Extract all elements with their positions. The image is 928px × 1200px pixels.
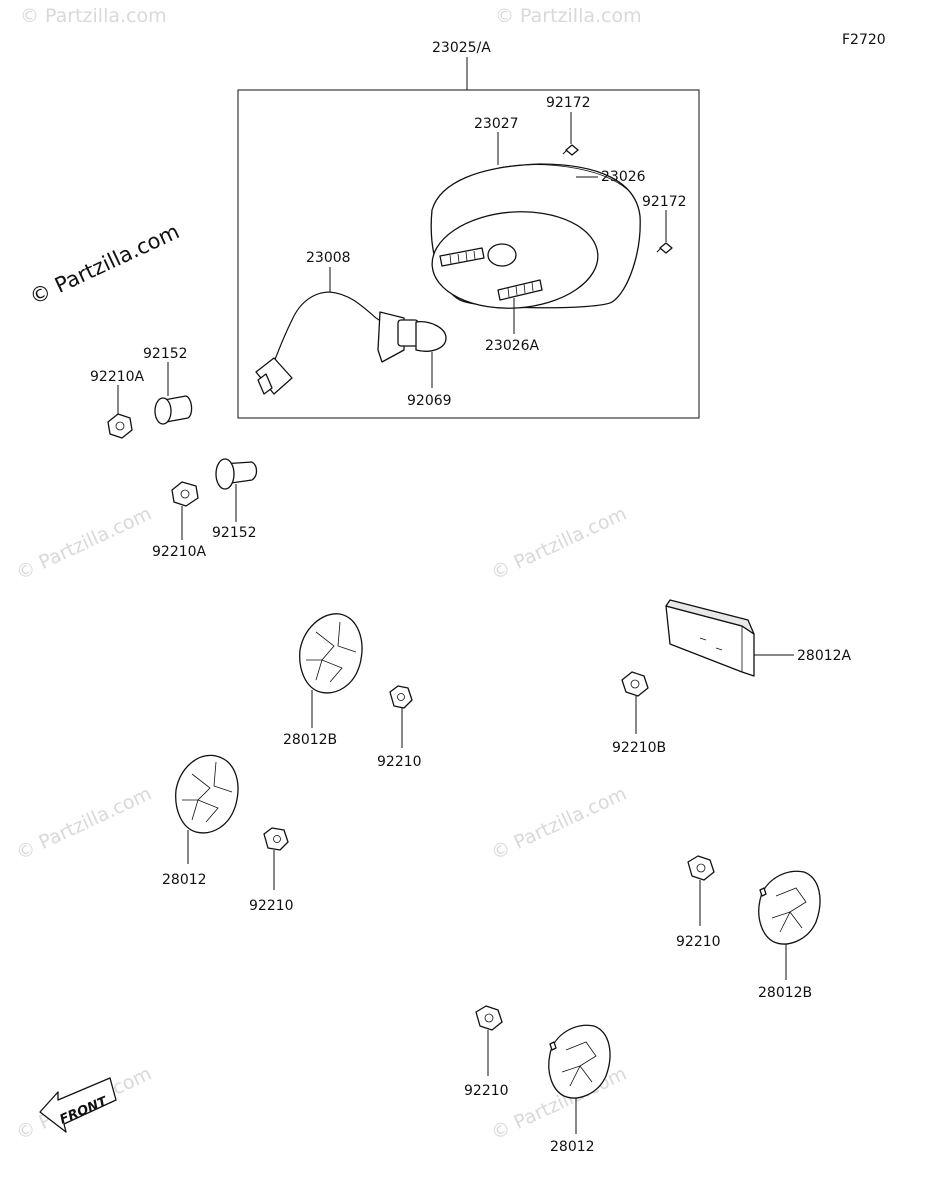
label-23027[interactable]: 23027 <box>474 116 519 132</box>
label-28012-a[interactable]: 28012 <box>162 872 207 888</box>
label-92152-b[interactable]: 92152 <box>212 525 257 541</box>
watermark: © Partzilla.com <box>488 783 630 865</box>
screw-92172-right <box>656 242 673 254</box>
reflector-28012-b <box>548 1024 611 1134</box>
nut-92210B <box>621 671 649 734</box>
watermark: © Partzilla.com <box>488 503 630 585</box>
nut-92210-a <box>389 685 413 748</box>
nut-92210-b <box>263 827 289 890</box>
label-92210-c[interactable]: 92210 <box>676 934 721 950</box>
nut-92210-d <box>475 1005 503 1076</box>
label-28012A[interactable]: 28012A <box>797 648 852 664</box>
nut-92210-c <box>687 855 715 926</box>
label-23008[interactable]: 23008 <box>306 250 351 266</box>
label-92172-right[interactable]: 92172 <box>642 194 687 210</box>
label-92069[interactable]: 92069 <box>407 393 452 409</box>
label-28012B-a[interactable]: 28012B <box>283 732 337 748</box>
screw-92172-top <box>562 144 579 156</box>
label-92152-a[interactable]: 92152 <box>143 346 188 362</box>
reflector-28012B-b <box>758 870 821 980</box>
watermark: © Partzilla.com <box>13 503 155 585</box>
figure-code: F2720 <box>842 32 886 48</box>
label-28012-b[interactable]: 28012 <box>550 1139 595 1155</box>
tail-light-assembly: 23025/A <box>237 40 700 419</box>
nut-92210A-a <box>107 385 133 439</box>
label-23026[interactable]: 23026 <box>601 169 646 185</box>
assembly-box <box>237 89 700 419</box>
reflector-28012A <box>665 599 794 677</box>
label-23025A[interactable]: 23025/A <box>432 40 491 56</box>
label-92210-d[interactable]: 92210 <box>464 1083 509 1099</box>
nut-92210A-b <box>171 481 199 540</box>
lamp-housing <box>430 163 641 309</box>
socket-wire <box>255 291 447 395</box>
label-92210A-b[interactable]: 92210A <box>152 544 207 560</box>
label-92210A-a[interactable]: 92210A <box>90 369 145 385</box>
label-92210B[interactable]: 92210B <box>612 740 666 756</box>
label-28012B-b[interactable]: 28012B <box>758 985 812 1001</box>
reflector-28012B-a <box>299 613 363 728</box>
label-92210-b[interactable]: 92210 <box>249 898 294 914</box>
watermark: © Partzilla.com <box>20 5 167 27</box>
label-92210-a[interactable]: 92210 <box>377 754 422 770</box>
collar-92152-b <box>215 458 258 522</box>
watermark: © Partzilla.com <box>13 783 155 865</box>
watermark-main: © Partzilla.com <box>26 219 183 309</box>
collar-92152-a <box>154 362 193 425</box>
label-92172-top[interactable]: 92172 <box>546 95 591 111</box>
reflector-28012-a <box>175 754 239 864</box>
watermark: © Partzilla.com <box>495 5 642 27</box>
label-23026A[interactable]: 23026A <box>485 338 540 354</box>
